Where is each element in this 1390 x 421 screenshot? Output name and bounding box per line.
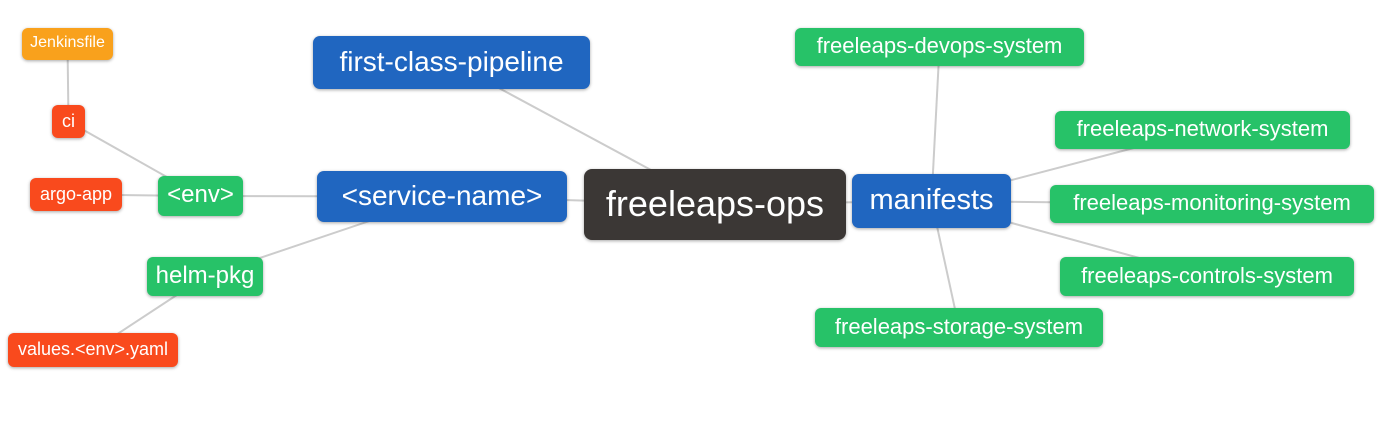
node-service-name[interactable]: <service-name> [317,171,567,222]
node-label: helm-pkg [155,261,255,289]
node-first-class-pipeline[interactable]: first-class-pipeline [313,36,590,89]
node-label: argo-app [39,183,113,204]
node-freeleaps-ops[interactable]: freeleaps-ops [584,169,846,240]
node-label: manifests [869,183,994,216]
node-values-env-yaml[interactable]: values.<env>.yaml [8,333,178,367]
node-freeleaps-storage-system[interactable]: freeleaps-storage-system [815,308,1103,347]
node-label: freeleaps-controls-system [1081,262,1333,288]
node-label: <service-name> [341,179,543,211]
node-label: freeleaps-monitoring-system [1073,190,1351,215]
node-argo-app[interactable]: argo-app [30,178,122,211]
node-helm-pkg[interactable]: helm-pkg [147,257,263,296]
node-label: <env> [167,181,234,208]
node-manifests[interactable]: manifests [852,174,1011,228]
node-label: first-class-pipeline [339,45,564,77]
node-label: freeleaps-ops [605,182,825,224]
node-jenkinsfile[interactable]: Jenkinsfile [22,28,113,60]
node-env[interactable]: <env> [158,176,243,216]
node-freeleaps-controls-system[interactable]: freeleaps-controls-system [1060,257,1354,296]
node-freeleaps-network-system[interactable]: freeleaps-network-system [1055,111,1350,149]
node-ci[interactable]: ci [52,105,85,138]
node-label: freeleaps-devops-system [816,33,1063,58]
node-label: freeleaps-network-system [1076,116,1329,141]
node-label: ci [62,110,75,131]
node-freeleaps-devops-system[interactable]: freeleaps-devops-system [795,28,1084,66]
node-freeleaps-monitoring-system[interactable]: freeleaps-monitoring-system [1050,185,1374,223]
node-label: values.<env>.yaml [17,339,169,359]
node-label: Jenkinsfile [30,34,105,51]
node-label: freeleaps-storage-system [834,313,1084,339]
